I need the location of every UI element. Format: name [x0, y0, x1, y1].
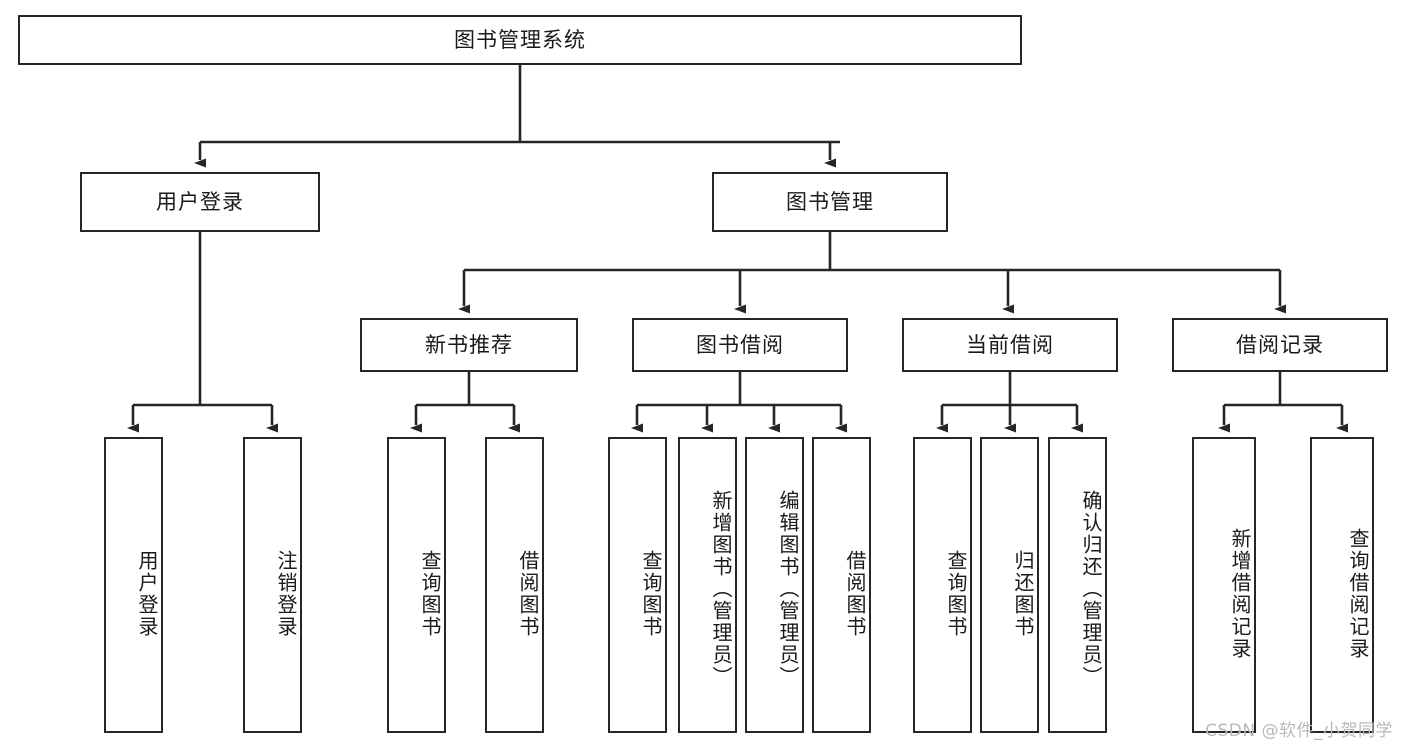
node-label: 查询图书 [639, 550, 663, 638]
node-label: 借阅图书 [843, 550, 867, 638]
node-borrow-record[interactable]: 借阅记录 [1172, 318, 1388, 372]
node-label: 图书管理 [786, 189, 874, 214]
node-leaf-logout[interactable]: 注销登录 [243, 437, 302, 733]
node-label: 用户登录 [156, 189, 244, 214]
node-label: 编辑图书（管理员） [776, 490, 800, 688]
node-leaf-query-borrow-record[interactable]: 查询借阅记录 [1310, 437, 1374, 733]
node-user-login[interactable]: 用户登录 [80, 172, 320, 232]
node-label: 查询图书 [418, 550, 442, 638]
node-leaf-borrow-book-2[interactable]: 借阅图书 [812, 437, 871, 733]
node-leaf-query-book-2[interactable]: 查询图书 [608, 437, 667, 733]
node-leaf-query-book-1[interactable]: 查询图书 [387, 437, 446, 733]
node-label: 图书借阅 [696, 332, 784, 357]
csdn-watermark: CSDN @软件_小贺同学 [1205, 721, 1393, 741]
node-label: 注销登录 [274, 550, 298, 638]
node-label: 新增借阅记录 [1228, 528, 1252, 660]
node-label: 当前借阅 [966, 332, 1054, 357]
node-leaf-borrow-book-1[interactable]: 借阅图书 [485, 437, 544, 733]
node-book-manage[interactable]: 图书管理 [712, 172, 948, 232]
node-label: 用户登录 [135, 550, 159, 638]
node-new-book-recommend[interactable]: 新书推荐 [360, 318, 578, 372]
node-label: 新增图书（管理员） [709, 490, 733, 688]
node-leaf-edit-book[interactable]: 编辑图书（管理员） [745, 437, 804, 733]
node-leaf-user-login[interactable]: 用户登录 [104, 437, 163, 733]
node-label: 图书管理系统 [454, 27, 586, 52]
node-leaf-add-book[interactable]: 新增图书（管理员） [678, 437, 737, 733]
node-label: 确认归还（管理员） [1079, 490, 1103, 688]
node-label: 查询借阅记录 [1346, 528, 1370, 660]
node-leaf-confirm-return[interactable]: 确认归还（管理员） [1048, 437, 1107, 733]
node-label: 归还图书 [1011, 550, 1035, 638]
node-label: 借阅图书 [516, 550, 540, 638]
node-leaf-return-book[interactable]: 归还图书 [980, 437, 1039, 733]
node-root-system[interactable]: 图书管理系统 [18, 15, 1022, 65]
node-leaf-add-borrow-record[interactable]: 新增借阅记录 [1192, 437, 1256, 733]
node-current-borrow[interactable]: 当前借阅 [902, 318, 1118, 372]
node-leaf-query-book-3[interactable]: 查询图书 [913, 437, 972, 733]
node-label: 借阅记录 [1236, 332, 1324, 357]
node-label: 查询图书 [944, 550, 968, 638]
node-book-borrow[interactable]: 图书借阅 [632, 318, 848, 372]
node-label: 新书推荐 [425, 332, 513, 357]
